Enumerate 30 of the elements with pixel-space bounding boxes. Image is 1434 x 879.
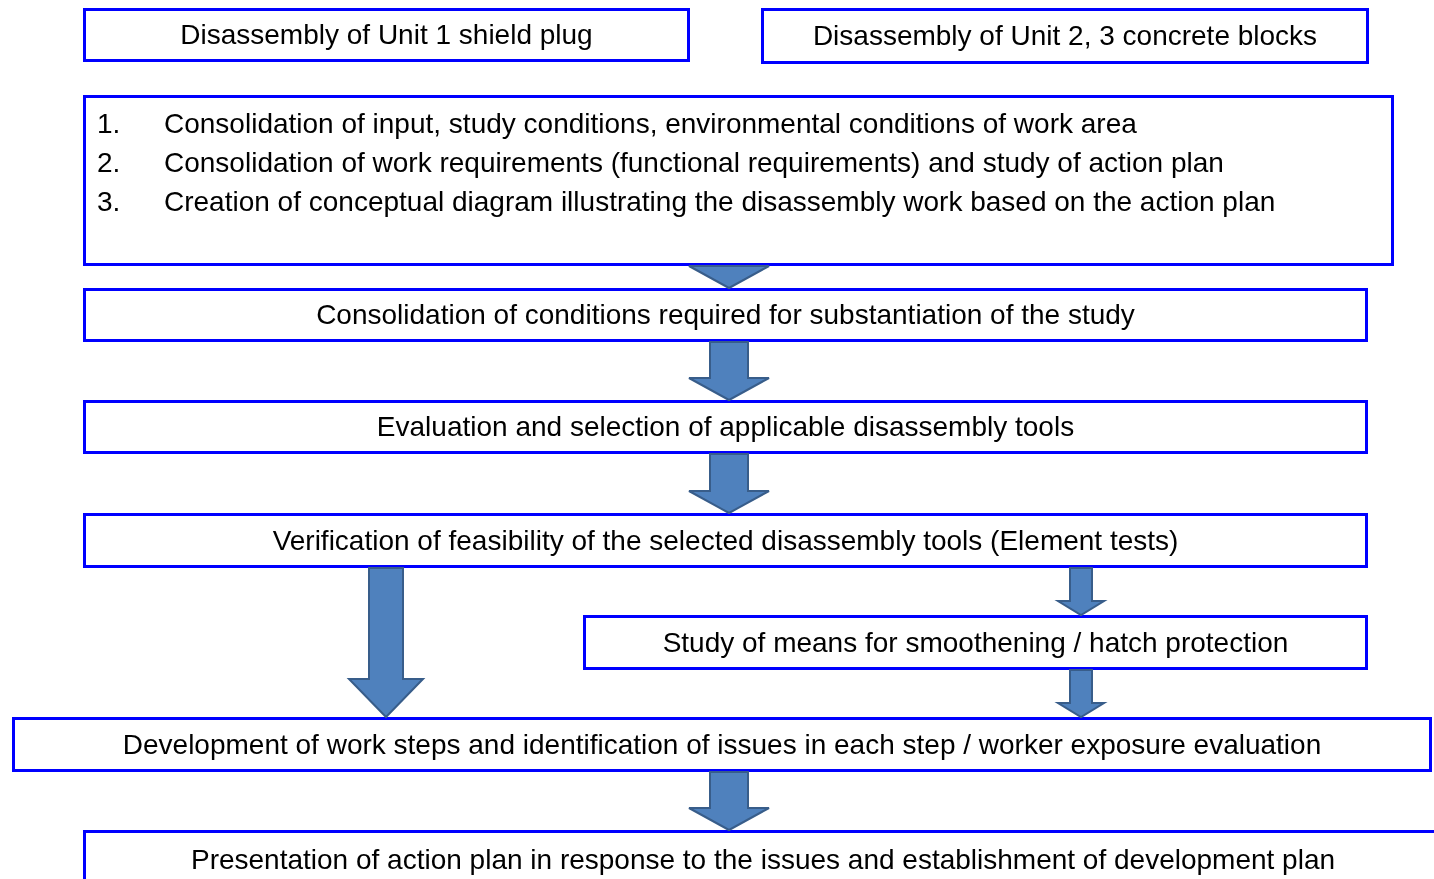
block-arrow (1054, 567, 1108, 617)
process-box (83, 830, 1434, 879)
process-box (583, 615, 1368, 670)
box-text: Consolidation of conditions required for substantiation of the study (316, 298, 1135, 332)
process-box (12, 717, 1432, 772)
block-arrow (1054, 669, 1108, 719)
process-box (83, 95, 1394, 266)
list-number: 1. (97, 107, 122, 141)
block-arrow (688, 341, 770, 402)
list-number: 2. (97, 146, 122, 180)
process-box (83, 400, 1368, 454)
box-text: Study of means for smoothening / hatch protection (662, 625, 1289, 660)
list-item: Creation of conceptual diagram illustrating the disassembly work based on the action plan (164, 185, 1276, 219)
block-arrow (688, 265, 770, 290)
box-text: Evaluation and selection of applicable disassembly tools (376, 410, 1075, 444)
box-text: Disassembly of Unit 1 shield plug (180, 18, 593, 52)
block-arrow (346, 567, 426, 719)
list-item: Consolidation of input, study conditions, environmental conditions of work area (164, 107, 1138, 141)
box-text: Verification of feasibility of the selected disassembly tools (Element tests) (272, 523, 1179, 558)
box-text: Disassembly of Unit 2, 3 concrete blocks (812, 19, 1318, 53)
list-number: 3. (97, 185, 122, 219)
process-box (761, 8, 1369, 64)
block-arrow (688, 453, 770, 515)
process-box (83, 288, 1368, 342)
process-box (83, 8, 690, 62)
process-box (83, 513, 1368, 568)
block-arrow (688, 771, 770, 832)
box-text: Development of work steps and identification of issues in each step / worker exposure evaluation (122, 727, 1322, 762)
list-item: Consolidation of work requirements (functional requirements) and study of action plan (164, 146, 1225, 180)
box-text: Presentation of action plan in response to the issues and establishment of development plan (190, 843, 1336, 877)
